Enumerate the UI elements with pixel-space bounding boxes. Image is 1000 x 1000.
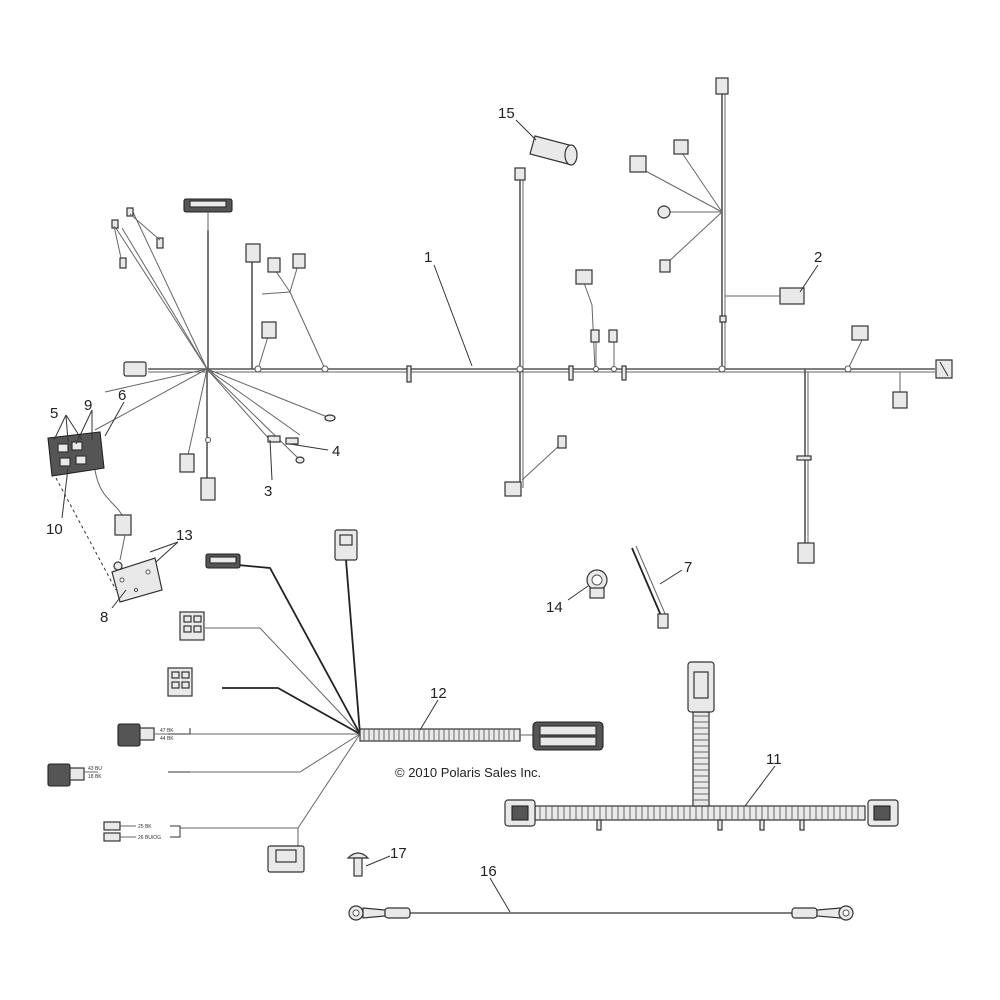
battery-cable [348, 905, 854, 921]
wire-code-labels: 47 BK 44 BK 43 BU 18 BK 25 BK 26 BU/OG [88, 728, 174, 841]
sub-harness-11 [504, 661, 899, 831]
wire-code-4: 18 BK [88, 774, 102, 780]
callout-5: 5 [50, 405, 58, 422]
callout-17: 17 [390, 845, 407, 862]
callout-4: 4 [332, 443, 340, 460]
main-harness [94, 77, 953, 564]
center-right-branches [568, 269, 627, 381]
left-hub-branches [94, 198, 336, 501]
screw [346, 852, 370, 877]
leader-lines [53, 119, 819, 913]
wire-code-6: 26 BU/OG [138, 835, 161, 841]
far-right-branches [796, 325, 869, 564]
callout-1: 1 [424, 249, 432, 266]
callout-13: 13 [176, 527, 193, 544]
wire-code-1: 47 BK [160, 728, 174, 734]
cable-tie [631, 545, 669, 629]
callout-8: 8 [100, 609, 108, 626]
callout-15: 15 [498, 105, 515, 122]
callout-11: 11 [766, 751, 782, 768]
callout-6: 6 [118, 387, 126, 404]
callout-3: 3 [264, 483, 272, 500]
callout-labels: 1 2 3 4 5 6 7 8 9 10 11 12 13 14 15 16 1… [46, 105, 822, 880]
callout-16: 16 [480, 863, 497, 880]
fuse-box-cluster [47, 431, 163, 603]
wire-code-2: 44 BK [160, 736, 174, 742]
callout-14: 14 [546, 599, 563, 616]
wire-code-5: 25 BK [138, 824, 152, 830]
right-tall-branch [629, 77, 805, 373]
wire-code-3: 43 BU [88, 766, 102, 772]
sub-harness-12 [47, 529, 604, 873]
convoluted-loom-12 [359, 728, 535, 742]
copyright-notice: © 2010 Polaris Sales Inc. [395, 765, 541, 780]
clamp [586, 569, 608, 599]
callout-9: 9 [84, 397, 92, 414]
mid-left-branches [245, 243, 412, 383]
callout-12: 12 [430, 685, 447, 702]
center-branch [504, 167, 567, 497]
callout-2: 2 [814, 249, 822, 266]
callout-7: 7 [684, 559, 692, 576]
callout-10: 10 [46, 521, 63, 538]
protective-tube [529, 135, 578, 166]
